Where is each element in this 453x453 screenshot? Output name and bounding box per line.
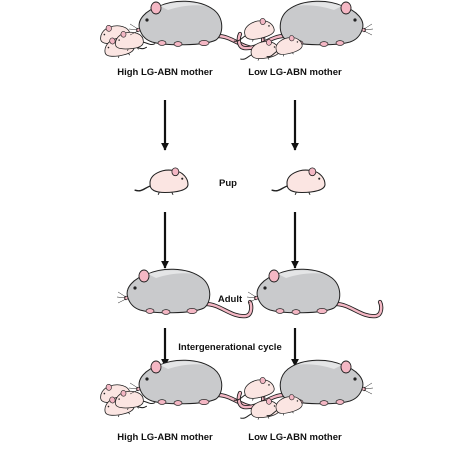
intergenerational-cycle-label: Intergenerational cycle bbox=[178, 342, 281, 353]
top-left-label: High LG-ABN mother bbox=[117, 67, 213, 78]
adult-left-icon bbox=[117, 269, 251, 316]
low-lg-abn-mother-top-icon bbox=[230, 1, 373, 63]
adult-right-icon bbox=[247, 269, 381, 316]
bottom-right-label: Low LG-ABN mother bbox=[248, 432, 342, 443]
pup-left-icon bbox=[134, 167, 189, 196]
pup-label: Pup bbox=[219, 178, 237, 189]
bottom-left-label: High LG-ABN mother bbox=[117, 432, 213, 443]
low-lg-abn-mother-bottom-icon bbox=[230, 360, 373, 422]
top-right-label: Low LG-ABN mother bbox=[248, 67, 342, 78]
high-lg-abn-mother-top-icon bbox=[98, 1, 263, 61]
pup-right-icon bbox=[271, 167, 326, 196]
adult-label: Adult bbox=[218, 294, 243, 305]
high-lg-abn-mother-bottom-icon bbox=[98, 360, 263, 420]
